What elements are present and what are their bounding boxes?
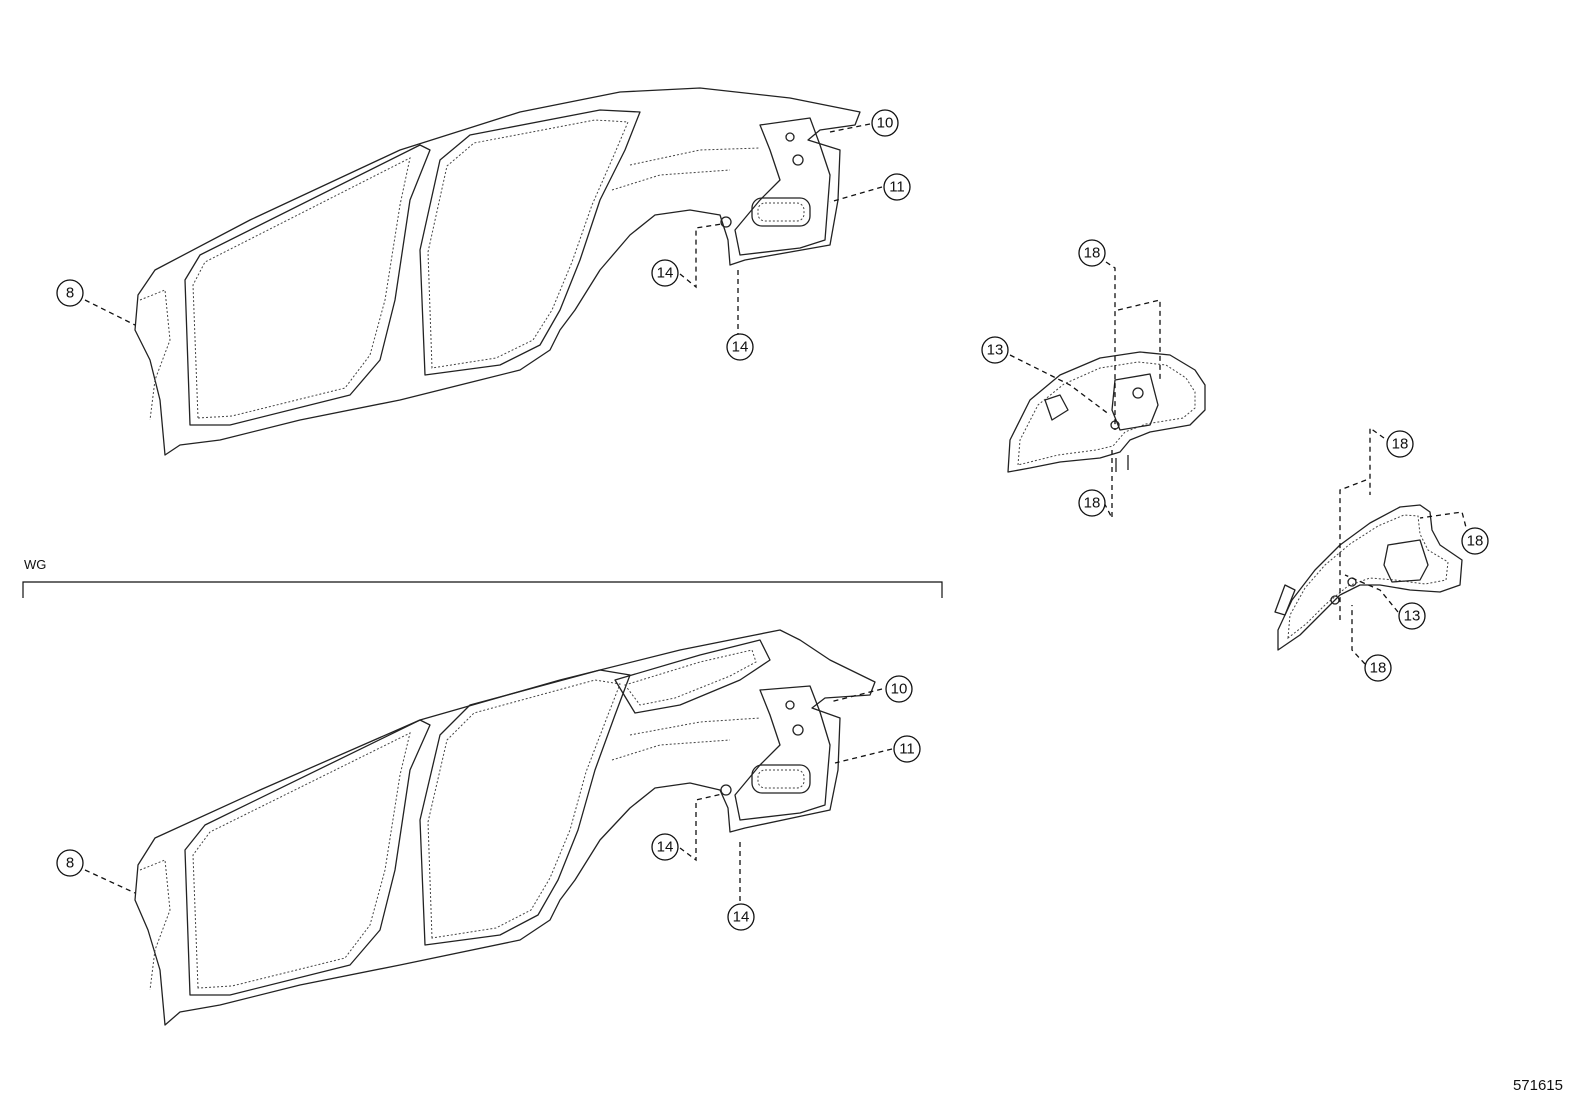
- callout-8: 8: [56, 849, 84, 877]
- leader-lines-lower: [84, 688, 893, 905]
- callout-11: 11: [893, 735, 921, 763]
- diagram-id: 571615: [1513, 1077, 1563, 1094]
- callout-label: 13: [1404, 608, 1421, 625]
- callout-label: 18: [1370, 660, 1387, 677]
- callout-label: 8: [66, 855, 74, 872]
- callout-label: 14: [657, 839, 674, 856]
- callout-14: 14: [727, 903, 755, 931]
- callout-label: 11: [889, 179, 905, 196]
- callout-14: 14: [726, 333, 754, 361]
- body-side-panel-lower: [134, 629, 876, 1026]
- callout-18: 18: [1078, 239, 1106, 267]
- callout-label: 14: [657, 265, 674, 282]
- callout-label: 18: [1392, 436, 1409, 453]
- callout-14: 14: [651, 833, 679, 861]
- wheel-house-inner-middle: [1007, 351, 1206, 473]
- callout-label: 18: [1467, 533, 1484, 550]
- callout-10: 10: [871, 109, 899, 137]
- callout-label: 18: [1084, 245, 1101, 262]
- section-bracket: [22, 581, 943, 598]
- callout-label: 14: [733, 909, 750, 926]
- section-label: WG: [24, 557, 46, 572]
- callout-label: 13: [987, 342, 1004, 359]
- callout-10: 10: [885, 675, 913, 703]
- wheel-house-outer-right: [1274, 504, 1463, 651]
- callout-label: 10: [891, 681, 908, 698]
- callout-14: 14: [651, 259, 679, 287]
- callout-label: 11: [899, 741, 915, 758]
- leader-lines-upper: [84, 123, 883, 335]
- callout-18: 18: [1078, 489, 1106, 517]
- callout-label: 10: [877, 115, 894, 132]
- leader-lines-middle: [1009, 261, 1161, 519]
- callout-11: 11: [883, 173, 911, 201]
- body-side-panel-upper: [134, 87, 861, 456]
- callout-label: 8: [66, 285, 74, 302]
- callout-label: 14: [732, 339, 749, 356]
- callout-13: 13: [1398, 602, 1426, 630]
- callout-13: 13: [981, 336, 1009, 364]
- callout-label: 18: [1084, 495, 1101, 512]
- callout-18: 18: [1386, 430, 1414, 458]
- callout-8: 8: [56, 279, 84, 307]
- callout-18: 18: [1364, 654, 1392, 682]
- callout-18: 18: [1461, 527, 1489, 555]
- leader-lines-right: [1339, 426, 1469, 665]
